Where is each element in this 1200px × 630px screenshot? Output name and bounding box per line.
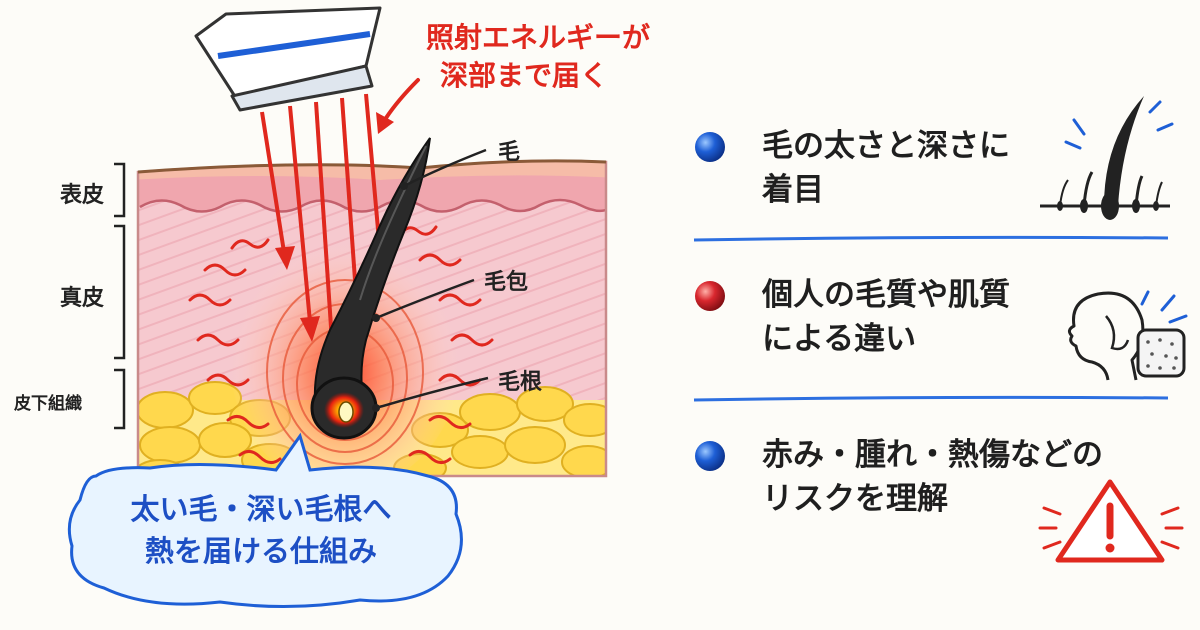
label-dermis: 真皮 [60, 286, 105, 311]
label-root: 毛根 [498, 370, 543, 395]
point-1: 毛の太さと深さに 着目 [762, 124, 1082, 212]
speech-bubble [67, 432, 463, 609]
label-follicle: 毛包 [484, 270, 529, 295]
bullet-1 [695, 132, 725, 162]
hair-thickness-icon [1040, 96, 1174, 220]
bullet-2 [695, 281, 725, 311]
point-2: 個人の毛質や肌質 による違い [762, 273, 1082, 361]
point-1-line-1: 毛の太さと深さに [762, 128, 1010, 164]
point-3-line-1: 赤み・腫れ・熱傷などの [762, 437, 1103, 473]
hair-follicle [310, 137, 431, 440]
label-hair: 毛 [498, 140, 521, 165]
skin-cross-section [138, 160, 606, 476]
divider-2 [693, 395, 1169, 402]
energy-callout-line-2: 深部まで届く [440, 59, 609, 92]
bubble-text: 太い毛・深い毛根へ 熱を届ける仕組み [86, 488, 436, 572]
point-2-line-1: 個人の毛質や肌質 [762, 277, 1010, 313]
label-epidermis: 表皮 [60, 183, 105, 208]
bubble-line-2: 熱を届ける仕組み [144, 534, 377, 568]
point-3: 赤み・腫れ・熱傷などの リスクを理解 [762, 433, 1103, 521]
bullet-3 [695, 441, 725, 471]
heat-waves [188, 225, 494, 464]
bubble-line-1: 太い毛・深い毛根へ [130, 492, 392, 526]
warning-icon [1038, 479, 1184, 563]
energy-callout-line-1: 照射エネルギーが [426, 21, 651, 54]
face-skin-icon [1067, 290, 1188, 381]
laser-device [194, 6, 382, 112]
point-1-line-2: 着目 [762, 172, 824, 208]
label-subcutaneous: 皮下組織 [14, 394, 82, 414]
point-3-line-2: リスクを理解 [762, 481, 948, 517]
divider-1 [693, 235, 1169, 242]
point-2-line-2: による違い [762, 321, 917, 357]
